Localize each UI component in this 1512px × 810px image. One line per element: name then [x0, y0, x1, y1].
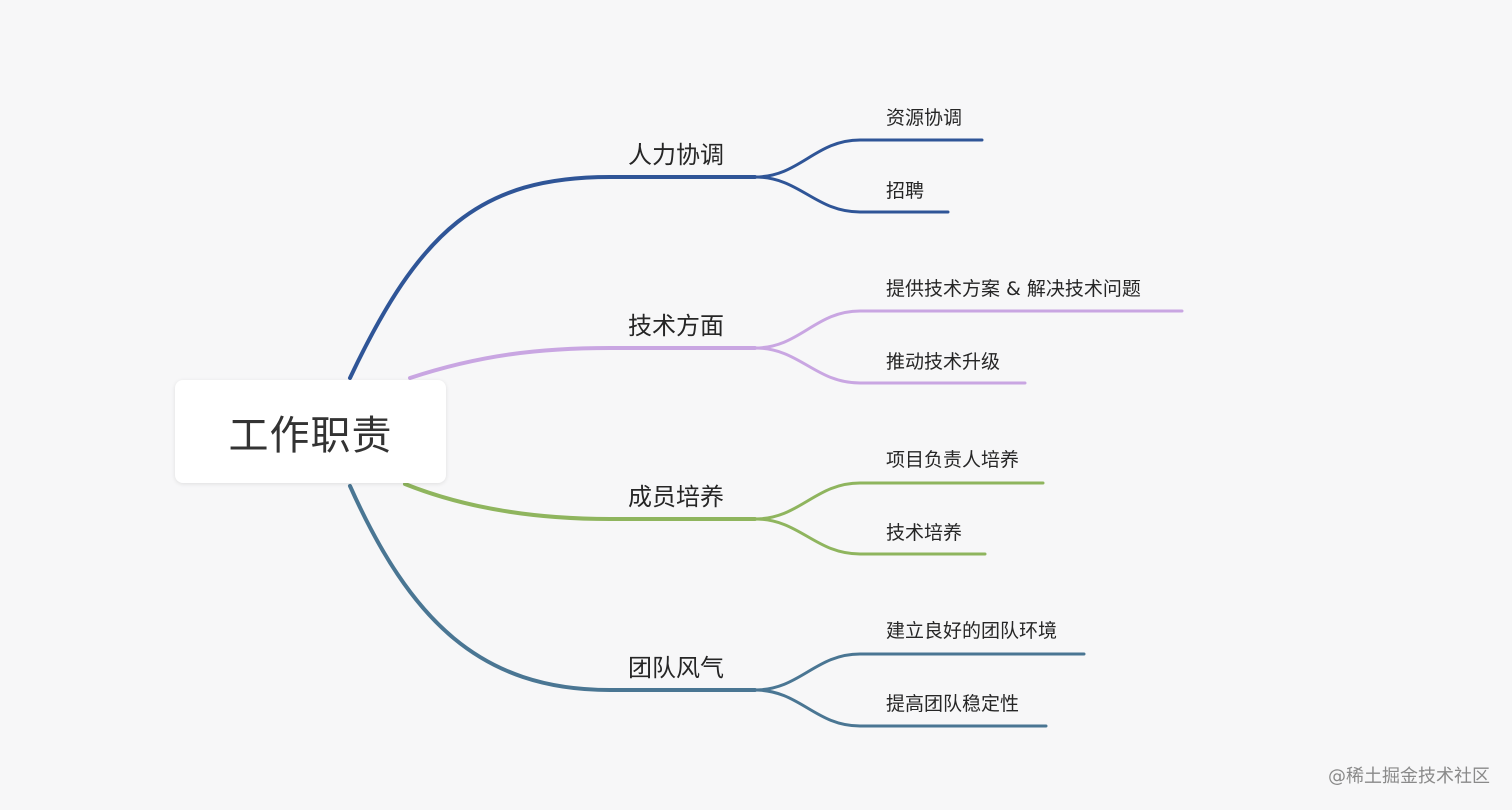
leaf-team-stability[interactable]: 提高团队稳定性 [886, 693, 1020, 715]
root-node[interactable]: 工作职责 [175, 380, 446, 483]
leaf-good-environment[interactable]: 建立良好的团队环境 [886, 620, 1058, 642]
connector-tech-solutions [753, 309, 1184, 350]
leaf-tech-solutions[interactable]: 提供技术方案 & 解决技术问题 [886, 278, 1141, 300]
leaf-resource-coordination[interactable]: 资源协调 [886, 107, 963, 129]
connector-resource-coordination [753, 138, 984, 179]
root-label: 工作职责 [228, 412, 393, 459]
leaf-recruitment[interactable]: 招聘 [886, 180, 925, 202]
leaf-tech-training[interactable]: 技术培养 [886, 522, 963, 544]
leaf-pm-training[interactable]: 项目负责人培养 [886, 449, 1020, 471]
branch-member-training[interactable]: 成员培养 [628, 483, 724, 511]
connector-hr-coordination [348, 175, 757, 380]
connector-good-environment [753, 652, 1086, 692]
leaf-tech-upgrade[interactable]: 推动技术升级 [886, 351, 1001, 373]
connector-member-training [403, 482, 757, 521]
connector-tech-upgrade [753, 346, 1027, 385]
connector-technical [408, 346, 757, 380]
connector-recruitment [753, 175, 950, 214]
branch-hr-coordination[interactable]: 人力协调 [628, 141, 724, 169]
branch-team-culture[interactable]: 团队风气 [628, 654, 724, 682]
branch-technical[interactable]: 技术方面 [628, 312, 724, 340]
connector-pm-training [753, 481, 1045, 521]
watermark: @稀土掘金技术社区 [1328, 766, 1490, 787]
connector-team-stability [753, 688, 1048, 728]
connector-team-culture [348, 484, 757, 692]
connector-tech-training [753, 517, 987, 556]
